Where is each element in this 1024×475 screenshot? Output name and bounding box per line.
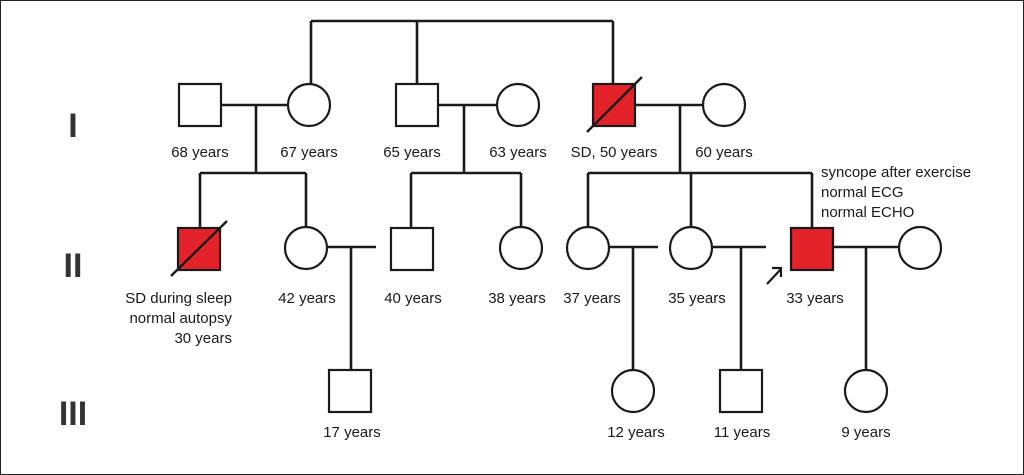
age-label: 68 years xyxy=(171,144,229,161)
age-label: 17 years xyxy=(323,424,381,441)
clinical-note: normal autopsy xyxy=(129,310,232,327)
deceased-slash xyxy=(170,220,228,277)
age-label: 40 years xyxy=(384,290,442,307)
age-label: 38 years xyxy=(488,290,546,307)
female-symbol xyxy=(668,225,714,271)
age-label: 67 years xyxy=(280,144,338,161)
female-symbol xyxy=(495,82,541,128)
member-labels: 68 years 67 years 65 years 63 years SD, … xyxy=(125,144,971,441)
female-symbol xyxy=(610,368,656,414)
female-symbol xyxy=(565,225,611,271)
female-symbol xyxy=(283,225,329,271)
female-symbol xyxy=(897,225,943,271)
male-symbol xyxy=(327,368,373,414)
clinical-note: syncope after exercise xyxy=(821,164,971,181)
age-label: 11 years xyxy=(714,424,770,441)
age-label: SD, 50 years xyxy=(571,144,658,161)
age-label: 35 years xyxy=(668,290,726,307)
generation-label-3: III xyxy=(59,395,87,433)
age-label: 33 years xyxy=(786,290,844,307)
age-label: 60 years xyxy=(695,144,753,161)
pedigree-lines xyxy=(198,19,899,370)
clinical-note: normal ECG xyxy=(821,184,904,201)
generation-label-2: II xyxy=(64,247,83,285)
age-label: 37 years xyxy=(563,290,621,307)
age-label: 63 years xyxy=(489,144,547,161)
female-symbol xyxy=(843,368,889,414)
male-symbol xyxy=(389,226,435,272)
clinical-note: 30 years xyxy=(174,330,232,347)
clinical-note: SD during sleep xyxy=(125,290,232,307)
female-symbol xyxy=(701,82,747,128)
male-symbol-affected-proband xyxy=(789,226,835,272)
age-label: 42 years xyxy=(278,290,336,307)
clinical-note: normal ECHO xyxy=(821,204,914,221)
age-label: 9 years xyxy=(841,424,890,441)
generation-label-1: I xyxy=(68,107,77,145)
deceased-slash xyxy=(586,76,643,133)
male-symbol xyxy=(394,82,440,128)
female-symbol xyxy=(498,225,544,271)
proband-arrow xyxy=(766,266,783,285)
male-symbol xyxy=(718,368,764,414)
female-symbol xyxy=(286,82,332,128)
male-symbol xyxy=(177,82,223,128)
generation-labels: I II III xyxy=(59,107,87,433)
age-label: 12 years xyxy=(607,424,665,441)
pedigree-members xyxy=(170,76,943,414)
age-label: 65 years xyxy=(383,144,441,161)
